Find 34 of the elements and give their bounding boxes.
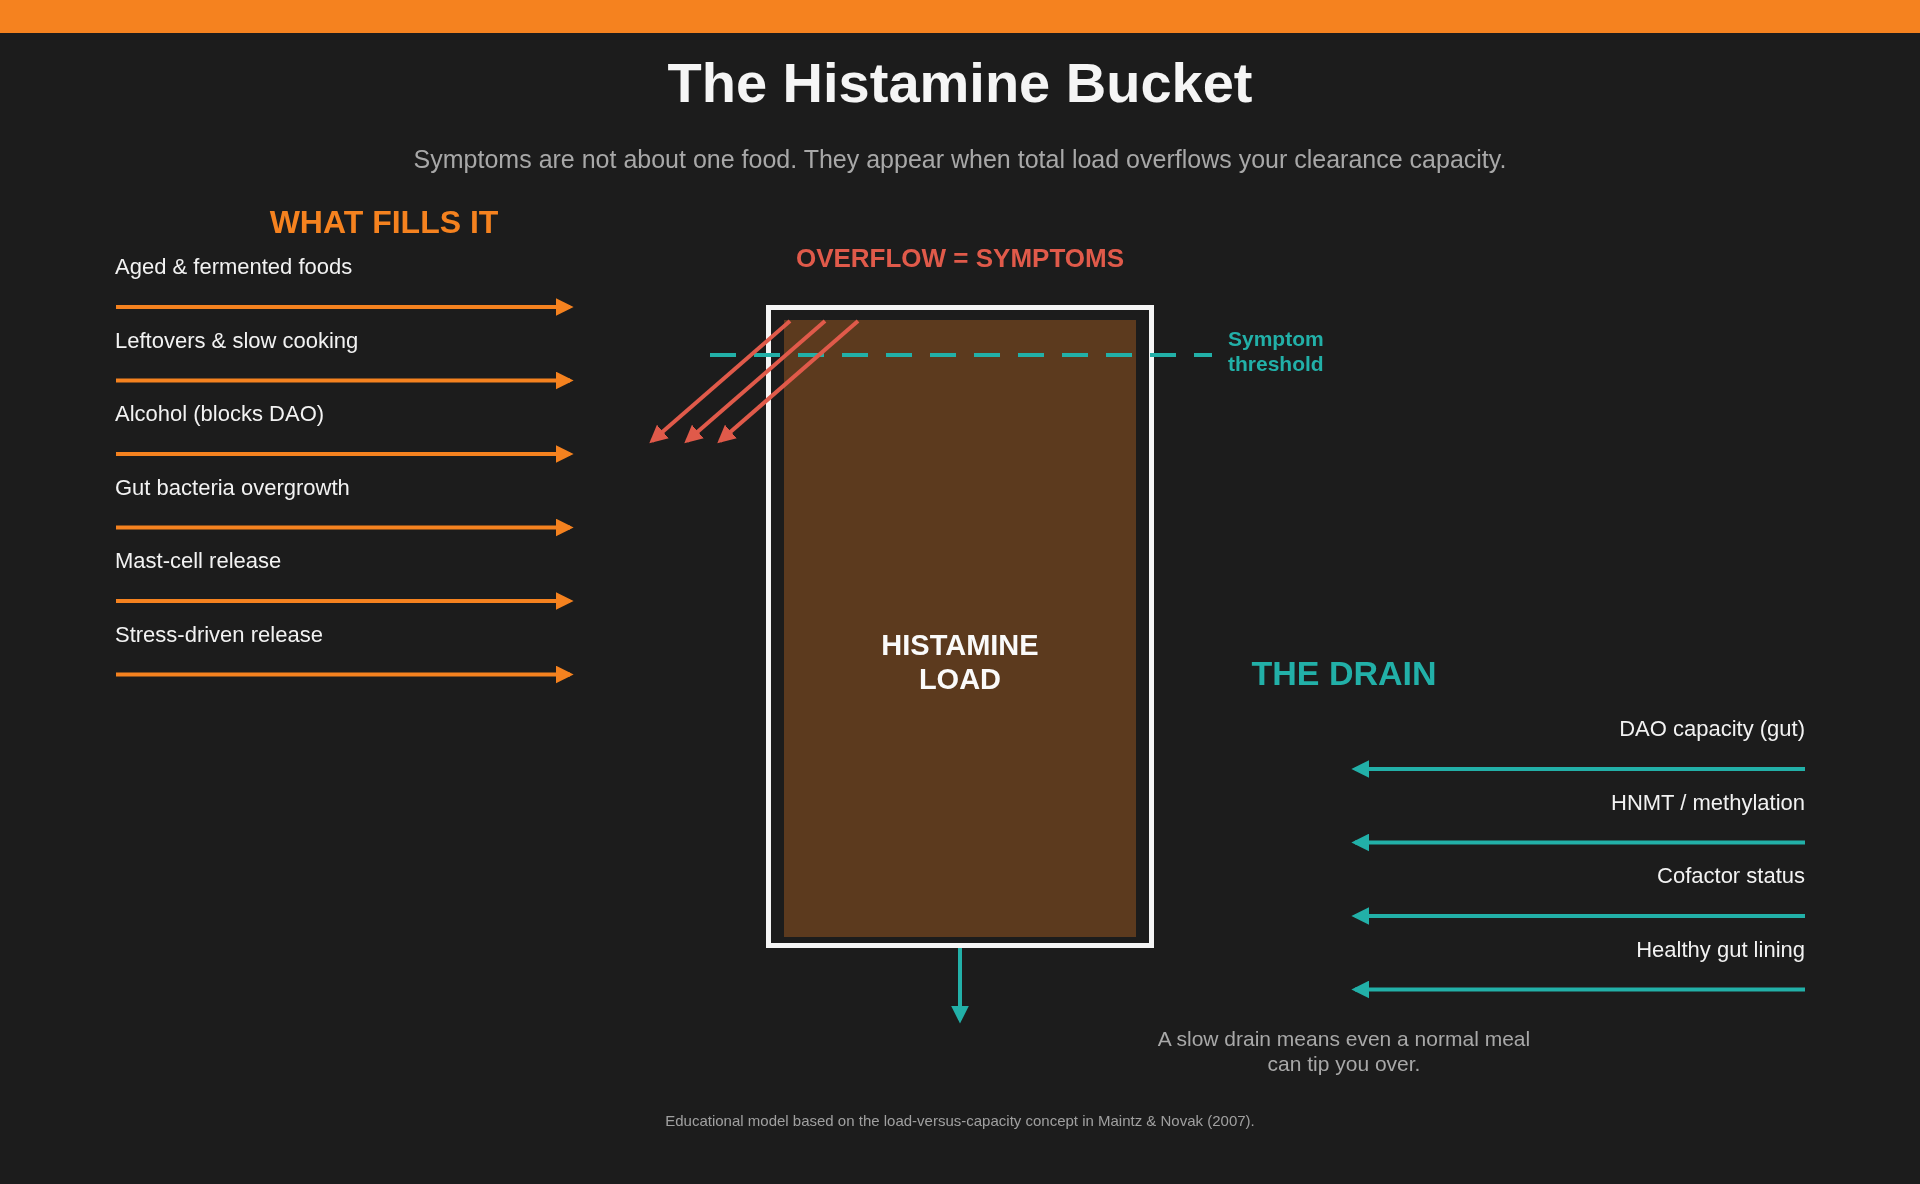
note: A slow drain means even a normal meal can tip you over. bbox=[1156, 1026, 1532, 1077]
source-label: Alcohol (blocks DAO) bbox=[115, 401, 325, 427]
arrow bbox=[116, 298, 574, 316]
overflow-label: OVERFLOW = SYMPTOMS bbox=[794, 243, 1126, 275]
arrow bbox=[116, 445, 574, 463]
arrow bbox=[1351, 907, 1805, 925]
drain-factor-label: Healthy gut lining bbox=[1636, 936, 1805, 963]
section-heading: THE DRAIN bbox=[1250, 653, 1438, 694]
arrow bbox=[116, 371, 574, 390]
drain-factor-label: DAO capacity (gut) bbox=[1619, 716, 1805, 742]
arrow bbox=[116, 518, 574, 537]
arrow bbox=[951, 948, 969, 1024]
source-label: Leftovers & slow cooking bbox=[115, 327, 359, 354]
section-heading: WHAT FILLS IT bbox=[268, 203, 500, 242]
arrow bbox=[717, 319, 860, 444]
header-bar bbox=[0, 0, 1920, 33]
footnote: Educational model based on the load-versus-capacity concept in Maintz & Novak (2007). bbox=[664, 1112, 1256, 1130]
title: The Histamine Bucket bbox=[666, 50, 1254, 115]
subtitle: Symptoms are not about one food. They appear when total load overflows your clearance capacity. bbox=[412, 145, 1508, 174]
arrow bbox=[649, 319, 792, 444]
arrow bbox=[1351, 980, 1805, 999]
threshold-label: Symptom threshold bbox=[1228, 326, 1325, 377]
arrow bbox=[116, 665, 574, 684]
drain-factor-label: HNMT / methylation bbox=[1611, 789, 1805, 816]
source-label: Gut bacteria overgrowth bbox=[115, 474, 350, 501]
source-label: Mast-cell release bbox=[115, 548, 282, 574]
bucket-label: HISTAMINE LOAD bbox=[880, 628, 1040, 696]
arrow bbox=[684, 319, 827, 444]
arrow bbox=[1351, 760, 1805, 778]
arrow bbox=[1351, 833, 1805, 852]
arrow bbox=[116, 592, 574, 610]
drain-factor-label: Cofactor status bbox=[1657, 863, 1805, 889]
source-label: Stress-driven release bbox=[115, 621, 323, 648]
source-label: Aged & fermented foods bbox=[115, 254, 353, 280]
